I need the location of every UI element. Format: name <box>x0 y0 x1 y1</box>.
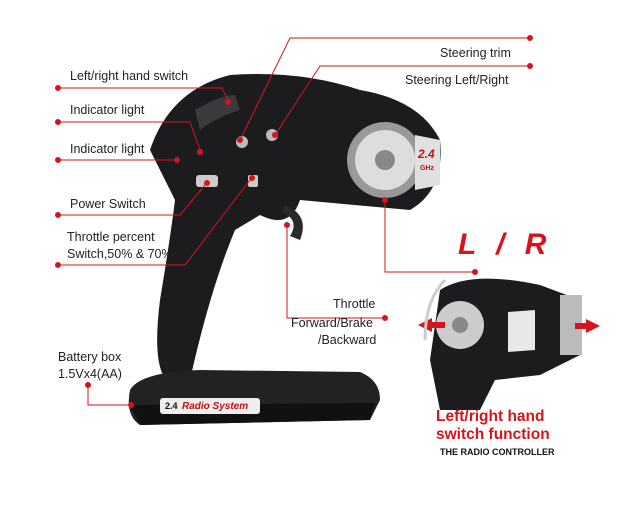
inset-controller <box>418 278 600 410</box>
caption: THE RADIO CONTROLLER <box>440 447 555 457</box>
function-title-line-2: switch function <box>436 426 550 443</box>
label-indicator-light-1: Indicator light <box>70 103 145 117</box>
function-title-line-1: Left/right hand <box>436 408 545 425</box>
badge-frequency: 2.4 <box>165 401 178 411</box>
label-steering-left-right: Steering Left/Right <box>405 73 509 87</box>
label-battery-spec: 1.5Vx4(AA) <box>58 367 122 381</box>
label-throttle-forward-brake: Forward/Brake <box>291 316 373 330</box>
function-title: Left/right hand switch function <box>436 408 550 444</box>
controller-body <box>128 74 441 425</box>
arrow-right-icon <box>575 319 600 333</box>
label-throttle-percent: Throttle percent <box>67 230 155 244</box>
label-throttle-backward: /Backward <box>318 333 377 347</box>
label-power-switch: Power Switch <box>70 197 146 211</box>
label-throttle: Throttle <box>333 297 376 311</box>
label-steering-trim: Steering trim <box>440 46 511 60</box>
label-hand-switch: Left/right hand switch <box>70 69 189 83</box>
label-throttle-percent-values: Switch,50% & 70% <box>67 247 173 261</box>
leader-lines <box>55 35 533 408</box>
arrow-left-icon <box>418 318 445 332</box>
badge-frequency-main: 2.4 <box>418 147 435 161</box>
badge-radio-system: Radio System <box>182 401 249 412</box>
label-indicator-light-2: Indicator light <box>70 142 145 156</box>
lr-heading: L / R <box>458 228 553 261</box>
radio-system-badge <box>160 398 260 414</box>
label-battery-box: Battery box <box>58 350 122 364</box>
badge-frequency-unit: GHz <box>420 165 434 172</box>
